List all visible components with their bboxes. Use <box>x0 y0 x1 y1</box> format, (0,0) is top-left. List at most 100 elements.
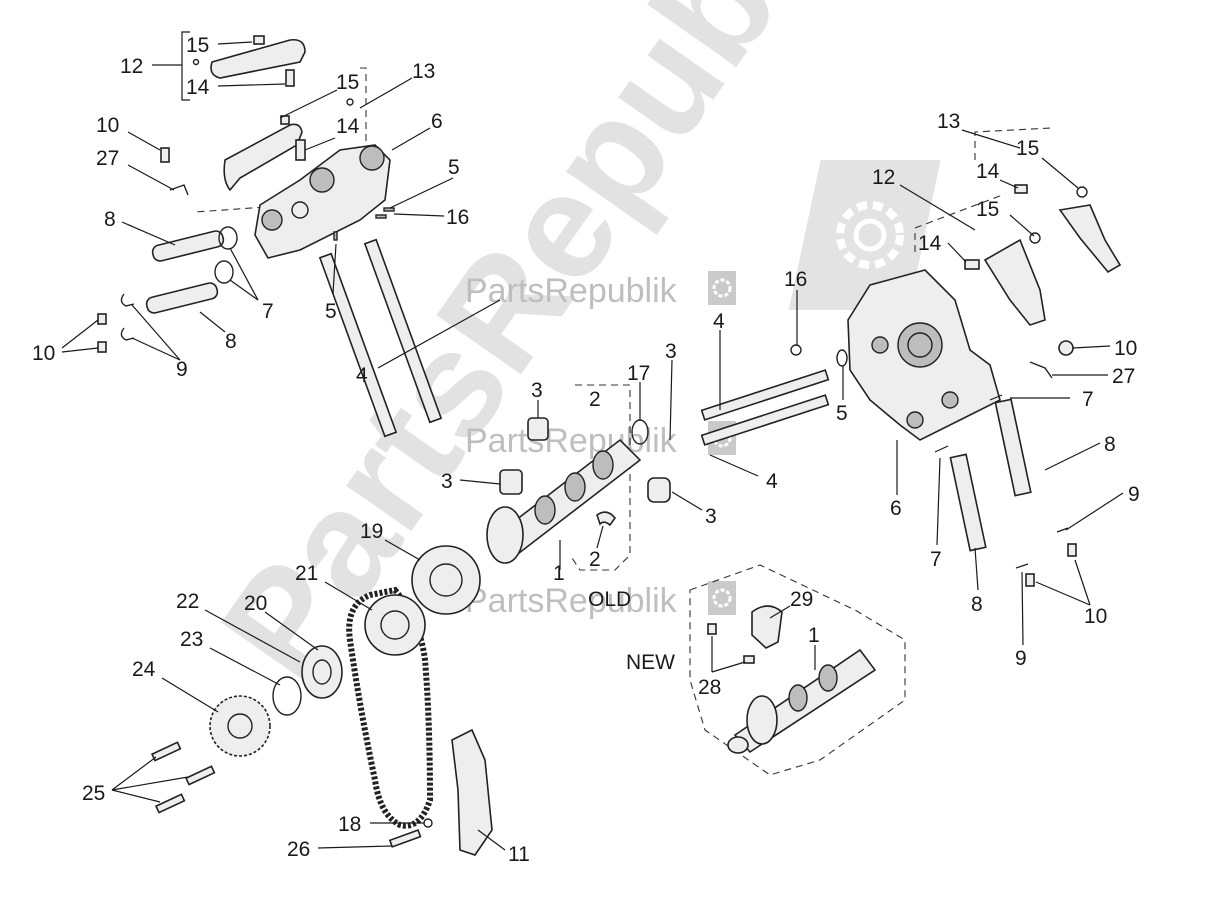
lead-21 <box>324 581 373 611</box>
lead-9c <box>1065 492 1124 531</box>
lead-7a <box>229 247 259 301</box>
callout-7: 7 <box>930 548 942 571</box>
gear-19-old <box>411 545 481 615</box>
lead-10f <box>1035 581 1091 606</box>
bolt-28-a <box>707 623 717 635</box>
pin-16-left <box>383 207 395 212</box>
watermark-layer: PartsRepublik PartsRepublik PartsRepubli… <box>189 0 941 708</box>
callout-4: 4 <box>713 310 725 333</box>
pin-5-b <box>375 214 387 219</box>
pushrods-right <box>700 344 848 446</box>
lead-8c <box>1044 442 1101 471</box>
pin-14-mid <box>295 139 306 161</box>
lead-8b <box>199 311 226 333</box>
bolt-10-top <box>160 147 170 163</box>
callout-12: 12 <box>120 55 143 78</box>
callout-9: 9 <box>1128 483 1140 506</box>
callout-26: 26 <box>287 838 310 861</box>
lead-22 <box>204 609 301 663</box>
watermark-text-2: PartsRepublik <box>465 422 678 460</box>
camshaft-new-lobe-2 <box>818 664 838 692</box>
callout-22: 22 <box>176 590 199 613</box>
gear-24-hub <box>227 713 253 739</box>
lead-16a <box>393 213 445 217</box>
camshaft-new-lobe-1 <box>788 684 808 712</box>
old-variant-label: OLD <box>588 588 631 611</box>
right-rocker-group <box>847 127 1122 587</box>
camshaft-new-flange <box>746 695 778 745</box>
callout-28: 28 <box>698 676 721 699</box>
bolt-10-right-a <box>1067 543 1077 557</box>
leader-lines <box>61 41 1124 851</box>
pin-14-right-b <box>964 259 980 270</box>
ball-top <box>192 58 200 66</box>
cam-lobe-1 <box>534 495 556 525</box>
lead-24 <box>161 677 219 713</box>
shaft-8-lower <box>145 282 219 314</box>
gear-24 <box>209 695 271 757</box>
pin-14-top <box>285 69 295 87</box>
lead-3b <box>459 479 501 485</box>
washer-7-lower <box>214 260 234 284</box>
callout-labels: 12 15 14 15 13 14 6 10 27 5 16 8 7 5 8 9… <box>32 34 1140 866</box>
lead-7d <box>936 457 941 546</box>
pushrod-4-b <box>363 238 443 424</box>
pin-15-top <box>253 35 265 45</box>
spacer-7-right-a <box>989 394 1003 401</box>
callout-8: 8 <box>971 593 983 616</box>
lead-8d <box>974 547 979 591</box>
lead-14b <box>304 137 336 151</box>
pushrods-left <box>318 207 443 438</box>
lead-10b <box>61 319 99 349</box>
callout-8: 8 <box>225 330 237 353</box>
clip-9-lower <box>120 327 135 341</box>
callout-6: 6 <box>890 497 902 520</box>
callout-17: 17 <box>627 362 650 385</box>
callout-29: 29 <box>790 588 813 611</box>
lead-9a <box>131 304 181 361</box>
new-variant-label: NEW <box>626 651 675 674</box>
nut-15-right-b <box>1029 232 1041 244</box>
callout-27: 27 <box>1112 365 1135 388</box>
lead-25a <box>111 756 157 791</box>
lead-25c <box>111 789 161 803</box>
callout-3: 3 <box>441 470 453 493</box>
lead-4c <box>709 454 759 477</box>
callout-25: 25 <box>82 782 105 805</box>
callout-11: 11 <box>508 843 530 866</box>
timing-drive <box>150 586 493 856</box>
bolt-10-left-b <box>97 341 107 353</box>
nut-15-right <box>1076 186 1088 198</box>
lead-13b <box>961 129 1021 149</box>
lead-3d <box>671 491 703 511</box>
pushrod-4-d <box>700 394 830 446</box>
rocker-arm-right-top <box>1058 204 1122 274</box>
lead-11 <box>477 829 506 851</box>
camshaft-new-nose <box>727 736 749 754</box>
lead-13a <box>359 77 413 109</box>
bolt-26 <box>388 829 422 848</box>
lead-10a <box>127 131 161 151</box>
bolt-10-right-c <box>1058 340 1074 356</box>
lead-26 <box>317 845 393 849</box>
callout-3: 3 <box>531 379 543 402</box>
lead-9b <box>131 337 181 361</box>
callout-5: 5 <box>325 300 337 323</box>
lead-9d <box>1021 571 1024 646</box>
callout-8: 8 <box>104 208 116 231</box>
ring-23 <box>272 676 302 716</box>
lead-6a <box>391 127 431 151</box>
lead-3c <box>669 359 673 441</box>
bolt-25-a <box>150 741 182 762</box>
callout-9: 9 <box>176 358 188 381</box>
lead-10d <box>1072 345 1111 349</box>
callout-15: 15 <box>1016 137 1039 160</box>
watermark-row-1: PartsRepublik <box>465 271 736 310</box>
bolt-10-left-a <box>97 313 107 325</box>
callout-10: 10 <box>32 342 55 365</box>
callout-13: 13 <box>937 110 960 133</box>
callout-14: 14 <box>186 76 210 99</box>
watermark-row-3: PartsRepublik <box>465 581 736 620</box>
callout-18: 18 <box>338 813 361 836</box>
gear-icon <box>836 201 904 269</box>
